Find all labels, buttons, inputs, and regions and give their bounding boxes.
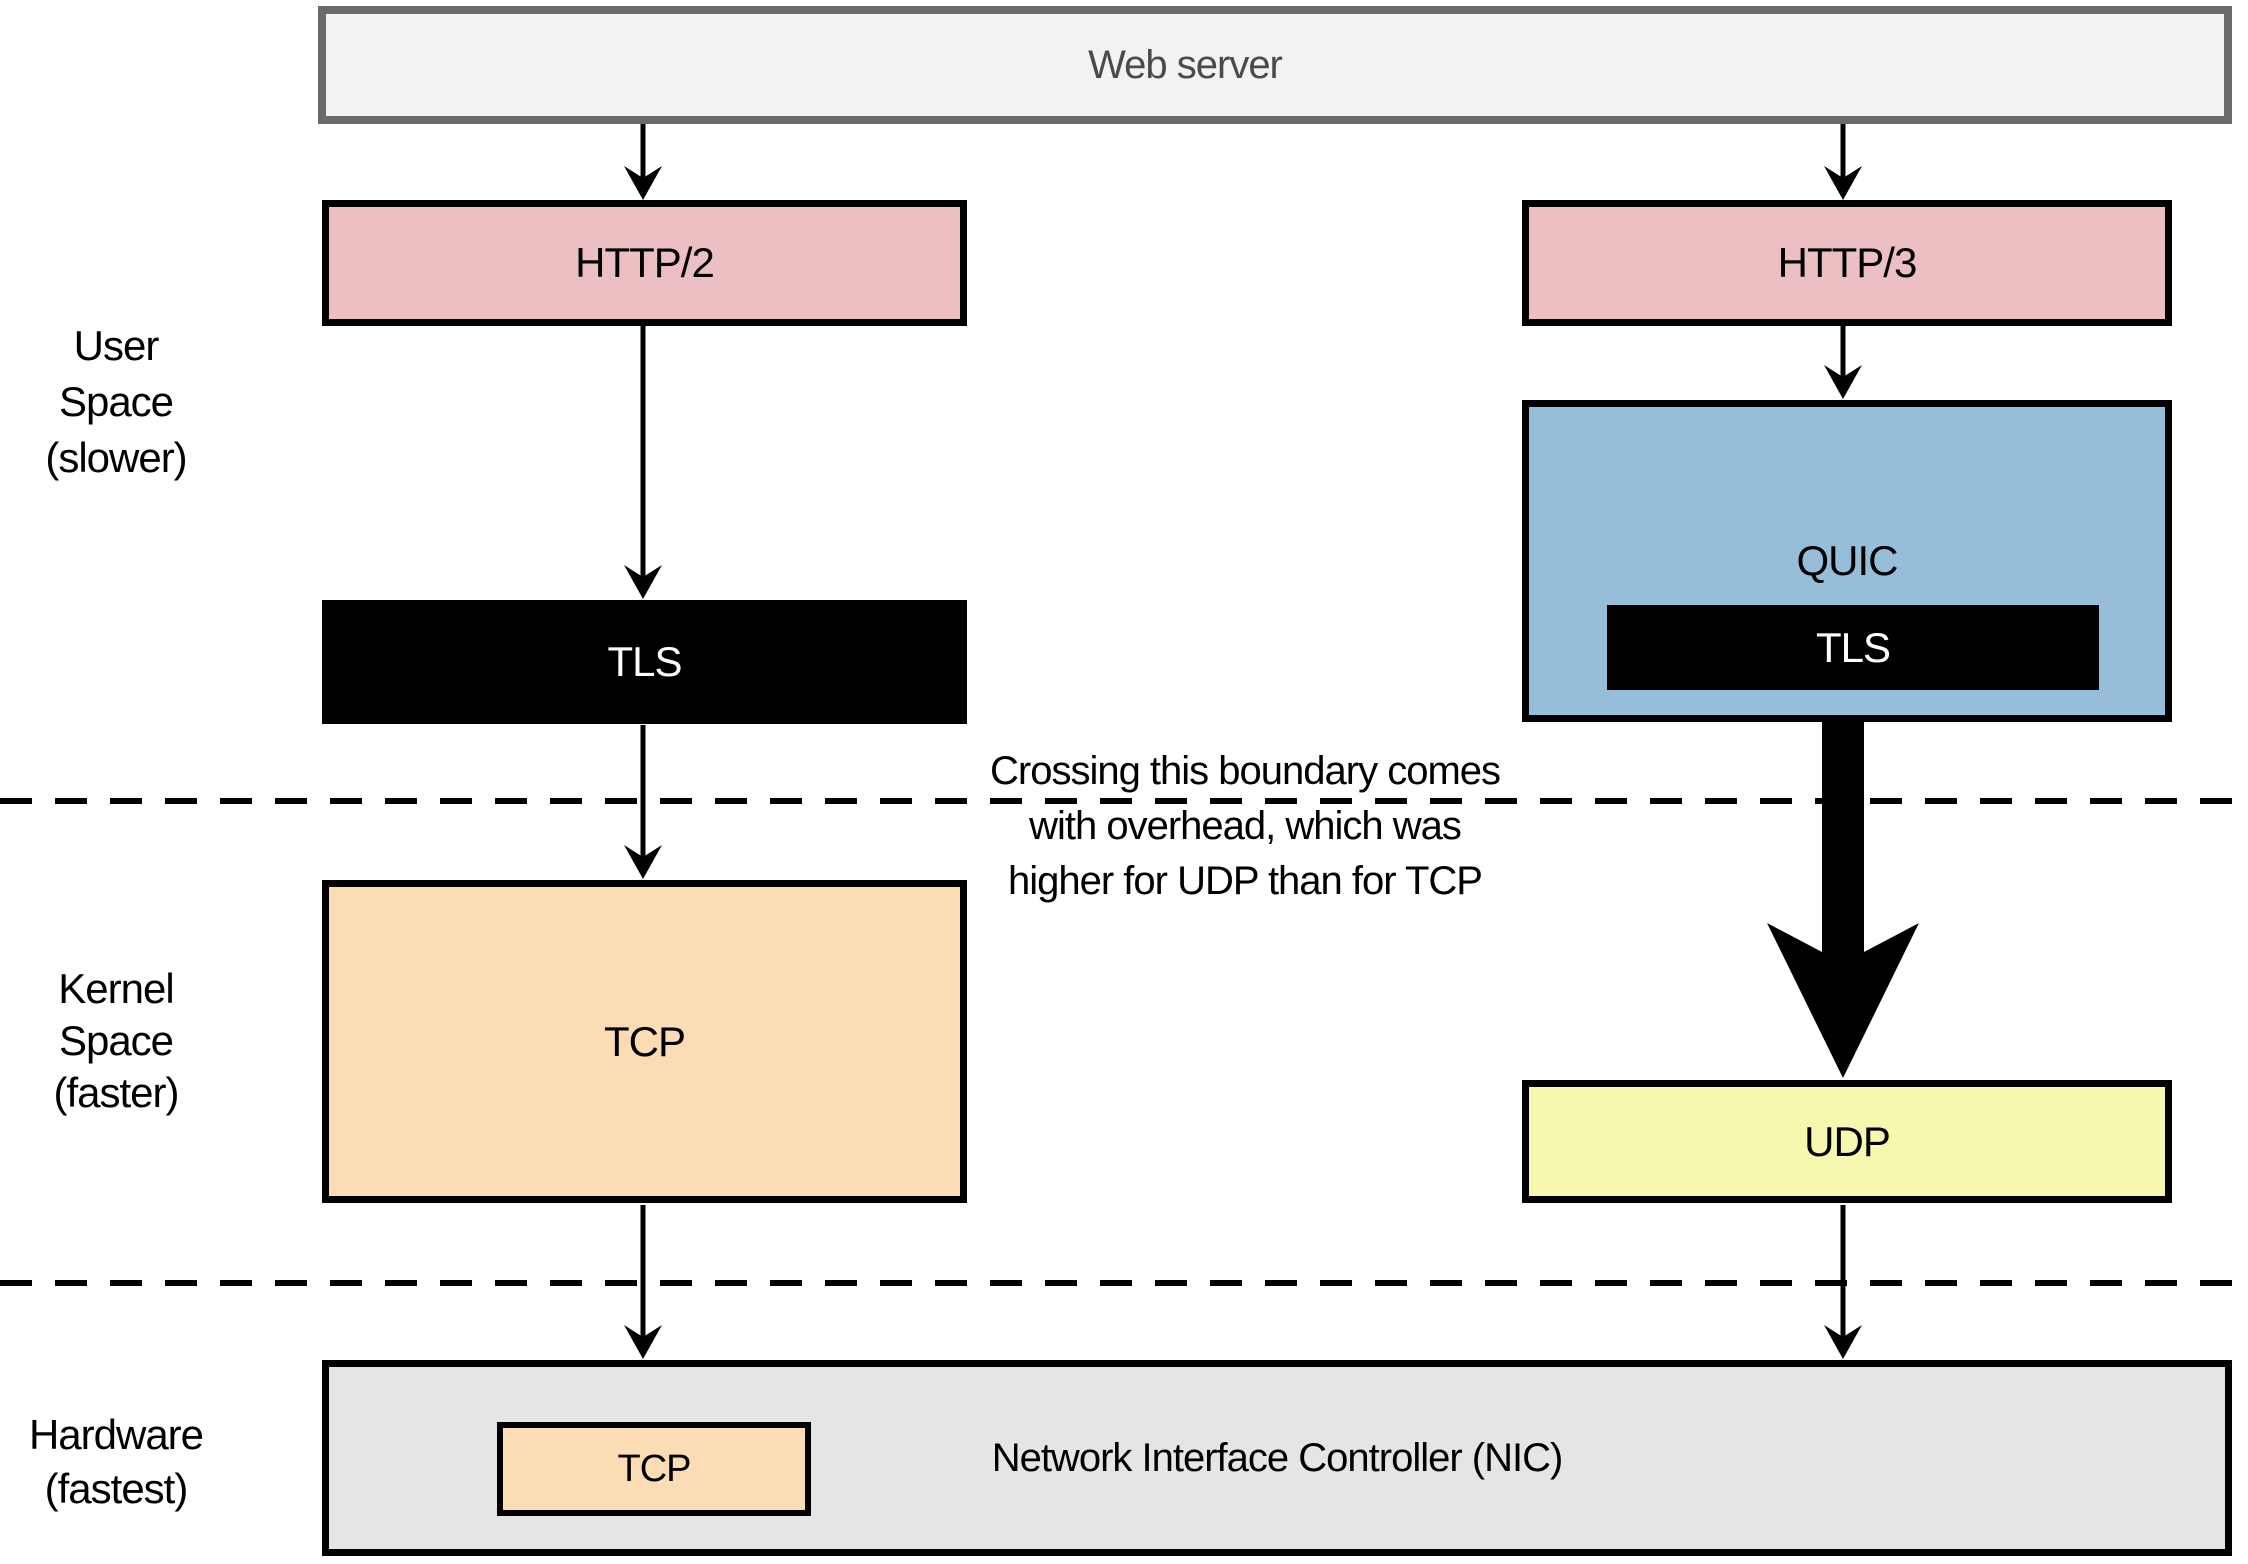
- tcp-label: TCP: [604, 1017, 686, 1065]
- nic-label: Network Interface Controller (NIC): [991, 1435, 1564, 1480]
- udp-box: UDP: [1522, 1080, 2172, 1203]
- arrow-tcp-to-nic-icon: [624, 1205, 662, 1359]
- arrow-tls-to-tcp-icon: [624, 725, 662, 879]
- nic-box: Network Interface Controller (NIC) TCP: [322, 1360, 2232, 1556]
- web-server-label: Web server: [1088, 42, 1283, 87]
- quic-box: QUIC TLS: [1522, 400, 2172, 722]
- annotation-line: higher for UDP than for TCP: [1008, 859, 1483, 903]
- zone-label-user-space: User Space (slower): [0, 318, 232, 486]
- arrow-http2-to-tls-icon: [624, 326, 662, 599]
- http3-label: HTTP/3: [1777, 239, 1918, 286]
- tls-label: TLS: [607, 638, 682, 685]
- zone-label-line: (slower): [45, 434, 187, 481]
- web-server-box: Web server: [318, 6, 2232, 124]
- quic-tls-box: TLS: [1607, 605, 2099, 690]
- nic-tcp-box: TCP: [497, 1422, 811, 1516]
- dashed-boundary-kernel-hardware: [0, 1280, 2248, 1286]
- boundary-annotation: Crossing this boundary comes with overhe…: [945, 744, 1545, 909]
- http2-box: HTTP/2: [322, 200, 967, 326]
- zone-label-kernel-space: Kernel Space (faster): [0, 963, 232, 1119]
- zone-label-line: Space: [58, 378, 174, 425]
- nic-tcp-label: TCP: [617, 1447, 692, 1490]
- tls-box: TLS: [322, 600, 967, 724]
- zone-label-line: User: [73, 322, 160, 369]
- annotation-line: Crossing this boundary comes: [989, 749, 1501, 793]
- zone-label-hardware: Hardware (fastest): [0, 1408, 232, 1516]
- http3-box: HTTP/3: [1522, 200, 2172, 326]
- zone-label-line: Kernel: [58, 965, 174, 1012]
- dashed-boundary-user-kernel: [0, 798, 2248, 804]
- arrow-http3-to-quic-icon: [1824, 326, 1862, 399]
- zone-label-line: Hardware: [28, 1411, 204, 1458]
- zone-label-line: (faster): [53, 1069, 179, 1116]
- quic-label: QUIC: [1796, 537, 1899, 584]
- udp-label: UDP: [1804, 1117, 1891, 1165]
- zone-label-line: (fastest): [44, 1465, 189, 1512]
- annotation-line: with overhead, which was: [1029, 804, 1462, 848]
- tcp-box: TCP: [322, 880, 967, 1203]
- arrow-webserver-to-http2-icon: [624, 124, 662, 200]
- thick-arrow-quic-to-udp-icon: [1767, 720, 1919, 1078]
- arrow-webserver-to-http3-icon: [1824, 124, 1862, 200]
- arrow-udp-to-nic-icon: [1824, 1205, 1862, 1359]
- quic-tls-label: TLS: [1815, 623, 1891, 671]
- zone-label-line: Space: [58, 1017, 174, 1064]
- http2-label: HTTP/2: [575, 239, 715, 286]
